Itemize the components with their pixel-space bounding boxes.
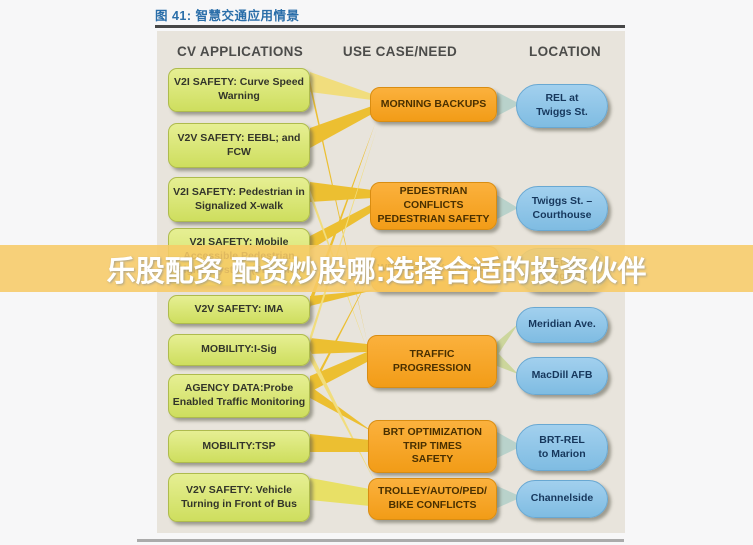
page-bottom-rule [137,539,624,542]
app-box-isig: MOBILITY:I-Sig [168,334,310,366]
location-box-brt-rel-marion: BRT-REL to Marion [516,424,608,471]
usecase-box-pedestrian-safety: PEDESTRIAN CONFLICTS PEDESTRIAN SAFETY [370,182,497,230]
watermark-banner: 乐股配资 配资炒股哪:选择合适的投资伙伴 [0,245,753,292]
app-box-vehicle-turning-bus: V2V SAFETY: Vehicle Turning in Front of … [168,473,310,522]
app-box-curve-speed-warning: V2I SAFETY: Curve Speed Warning [168,68,310,112]
location-box-meridian-ave: Meridian Ave. [516,307,608,343]
app-box-ima: V2V SAFETY: IMA [168,295,310,324]
location-box-channelside: Channelside [516,480,608,518]
column-header-location: LOCATION [529,44,601,59]
usecase-box-traffic-progression: TRAFFIC PROGRESSION [367,335,497,388]
column-header-use-case-need: USE CASE/NEED [342,44,458,59]
usecase-box-morning-backups: MORNING BACKUPS [370,87,497,122]
location-box-rel-twiggs: REL at Twiggs St. [516,84,608,128]
caption-underline [155,25,625,28]
location-box-macdill-afb: MacDill AFB [516,357,608,395]
usecase-box-brt-optimization: BRT OPTIMIZATION TRIP TIMES SAFETY [368,420,497,473]
app-box-pedestrian-xwalk: V2I SAFETY: Pedestrian in Signalized X-w… [168,177,310,222]
figure-caption: 图 41: 智慧交通应用情景 [155,9,300,23]
location-box-twiggs-courthouse: Twiggs St. – Courthouse [516,186,608,231]
usecase-box-trolley-conflicts: TROLLEY/AUTO/PED/ BIKE CONFLICTS [368,478,497,520]
app-box-tsp: MOBILITY:TSP [168,430,310,463]
app-box-probe-monitoring: AGENCY DATA:Probe Enabled Traffic Monito… [168,374,310,418]
app-box-eebl-fcw: V2V SAFETY: EEBL; and FCW [168,123,310,168]
watermark-text: 乐股配资 配资炒股哪:选择合适的投资伙伴 [106,255,647,288]
column-header-cv-applications: CV APPLICATIONS [176,44,304,59]
